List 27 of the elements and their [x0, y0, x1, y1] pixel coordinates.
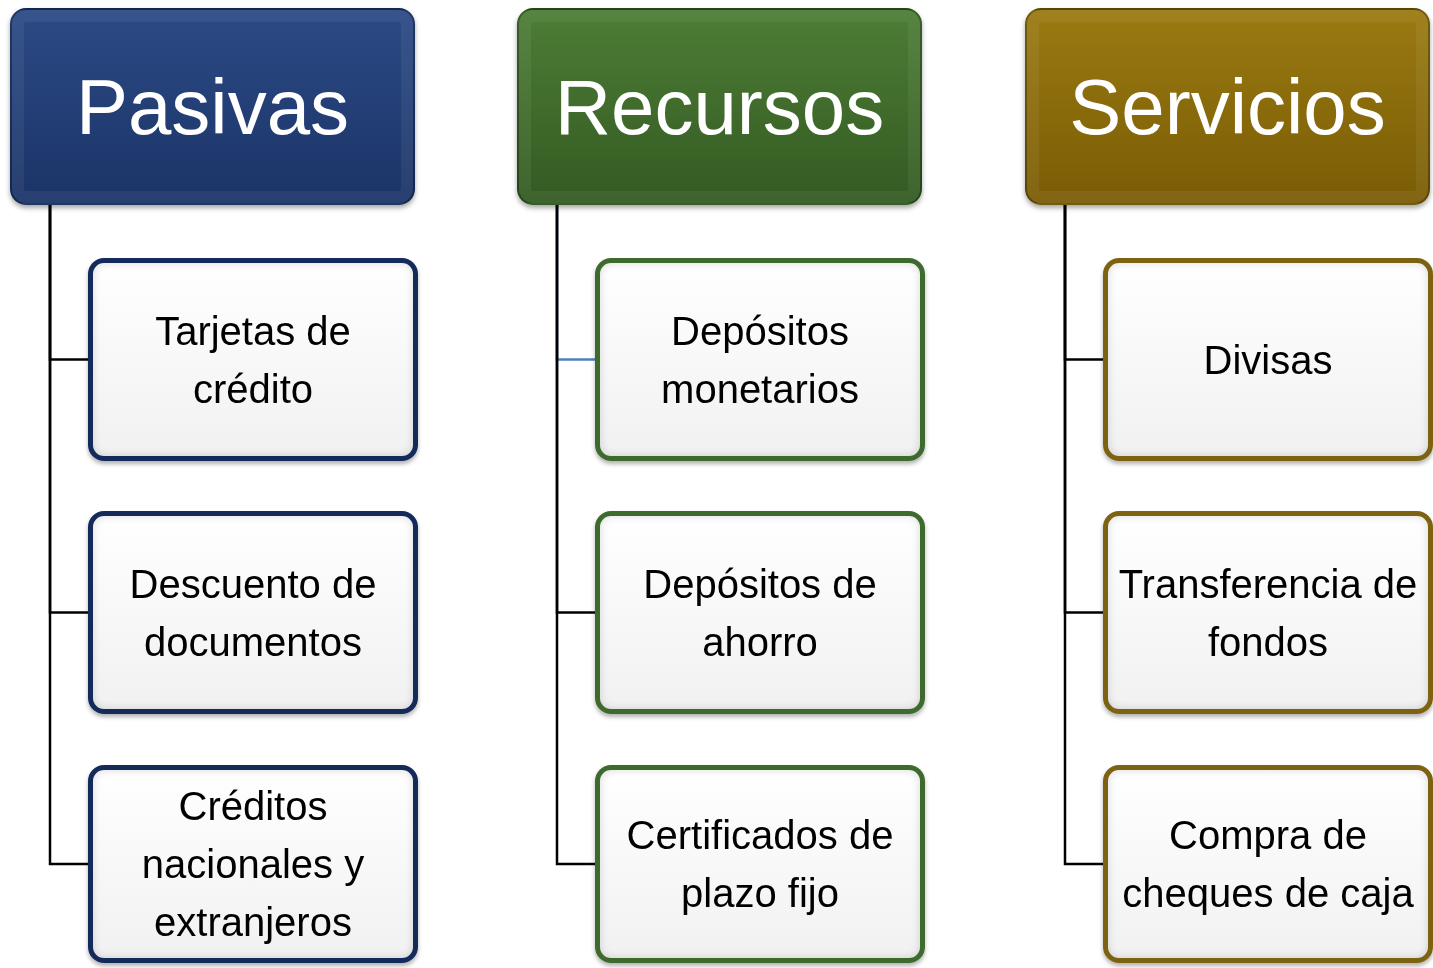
category-header: [10, 8, 415, 205]
connector-line: [48, 205, 88, 866]
header-text: Servicios: [1069, 67, 1386, 146]
item-text: Certificados de plazo fijo: [625, 812, 895, 917]
item-text: Depósitos de ahorro: [642, 560, 878, 666]
item-box: [1103, 258, 1433, 461]
item-text: Créditos nacionales y extranjeros: [140, 783, 366, 946]
item-box: [1103, 511, 1433, 714]
item-box: [88, 765, 418, 963]
item-box: [88, 258, 418, 461]
item-box: [88, 511, 418, 714]
item-text: Descuento de documentos: [128, 560, 378, 666]
item-text: Depósitos monetarios: [660, 307, 860, 413]
category-header: [1025, 8, 1430, 205]
item-text: Divisas: [1203, 336, 1333, 384]
category-header: [517, 8, 922, 205]
item-text: Compra de cheques de caja: [1121, 812, 1415, 917]
item-box: [595, 258, 925, 461]
item-box: [595, 765, 925, 963]
item-box: [595, 511, 925, 714]
item-box: [1103, 765, 1433, 963]
connector-line: [555, 205, 595, 866]
header-text: Pasivas: [75, 67, 350, 146]
connector-line: [1063, 205, 1103, 866]
header-text: Recursos: [554, 67, 885, 146]
item-text: Tarjetas de crédito: [154, 307, 352, 413]
item-text: Transferencia de fondos: [1117, 560, 1419, 666]
